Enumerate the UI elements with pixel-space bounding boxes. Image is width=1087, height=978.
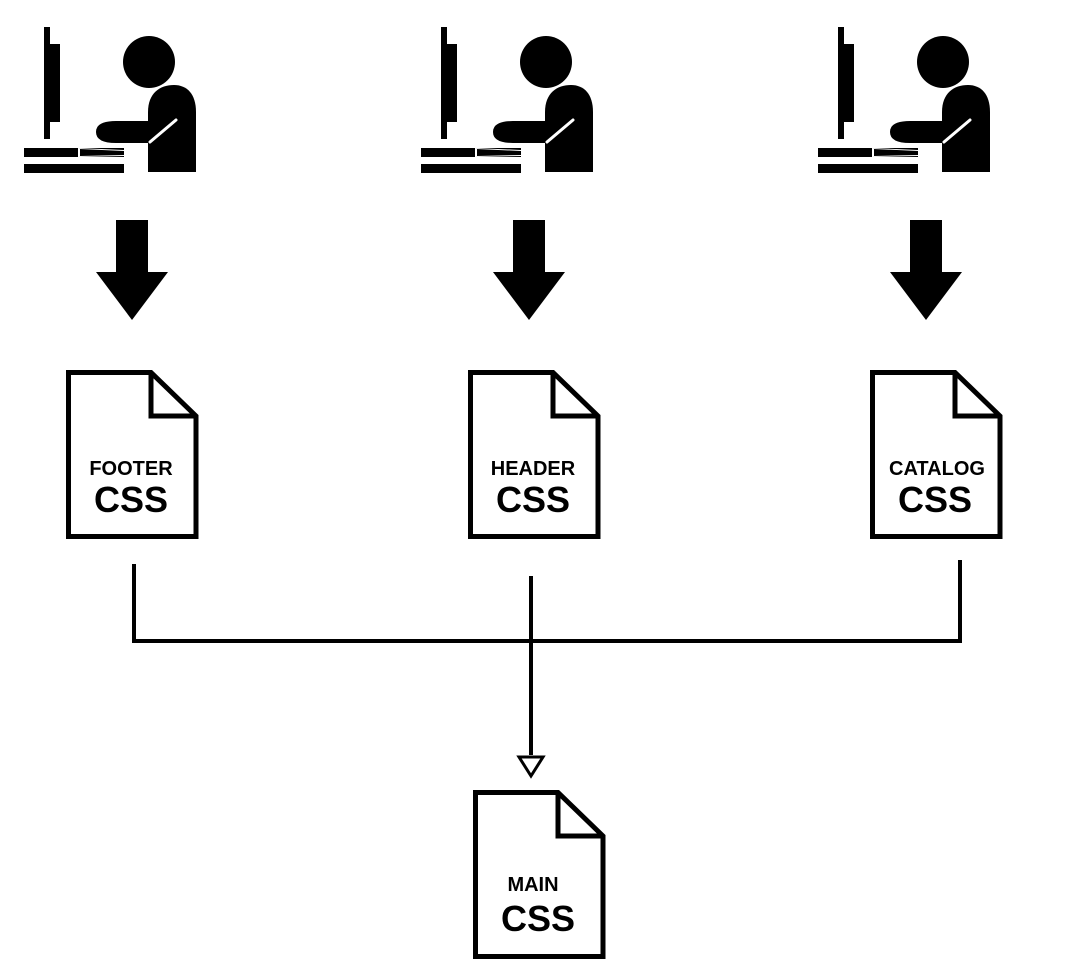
- header-css-document: HEADER CSS: [471, 373, 599, 537]
- arrow-down-icon: [890, 220, 962, 320]
- main-css-document: MAIN CSS: [476, 793, 604, 957]
- developer-icon-catalog: [816, 25, 992, 175]
- footer-doc-name: FOOTER: [89, 458, 173, 480]
- hollow-arrowhead-icon: [516, 755, 546, 779]
- header-doc-type: CSS: [496, 479, 570, 520]
- merge-line: [132, 560, 962, 643]
- catalog-css-document: CATALOG CSS: [873, 373, 1001, 537]
- merge-connector: [132, 560, 962, 755]
- header-doc-name: HEADER: [491, 458, 576, 480]
- arrow-down-icon: [493, 220, 565, 320]
- developer-icon-footer: [22, 25, 198, 175]
- developer-at-computer-icon: [816, 25, 992, 175]
- developer-icon-header: [419, 25, 595, 175]
- catalog-doc-name: CATALOG: [889, 458, 985, 480]
- main-doc-name: MAIN: [507, 874, 558, 896]
- catalog-doc-type: CSS: [898, 479, 972, 520]
- footer-doc-type: CSS: [94, 479, 168, 520]
- arrow-down-icon: [96, 220, 168, 320]
- main-doc-type: CSS: [501, 898, 575, 939]
- developer-at-computer-icon: [419, 25, 595, 175]
- footer-css-document: FOOTER CSS: [69, 373, 197, 537]
- developer-at-computer-icon: [22, 25, 198, 175]
